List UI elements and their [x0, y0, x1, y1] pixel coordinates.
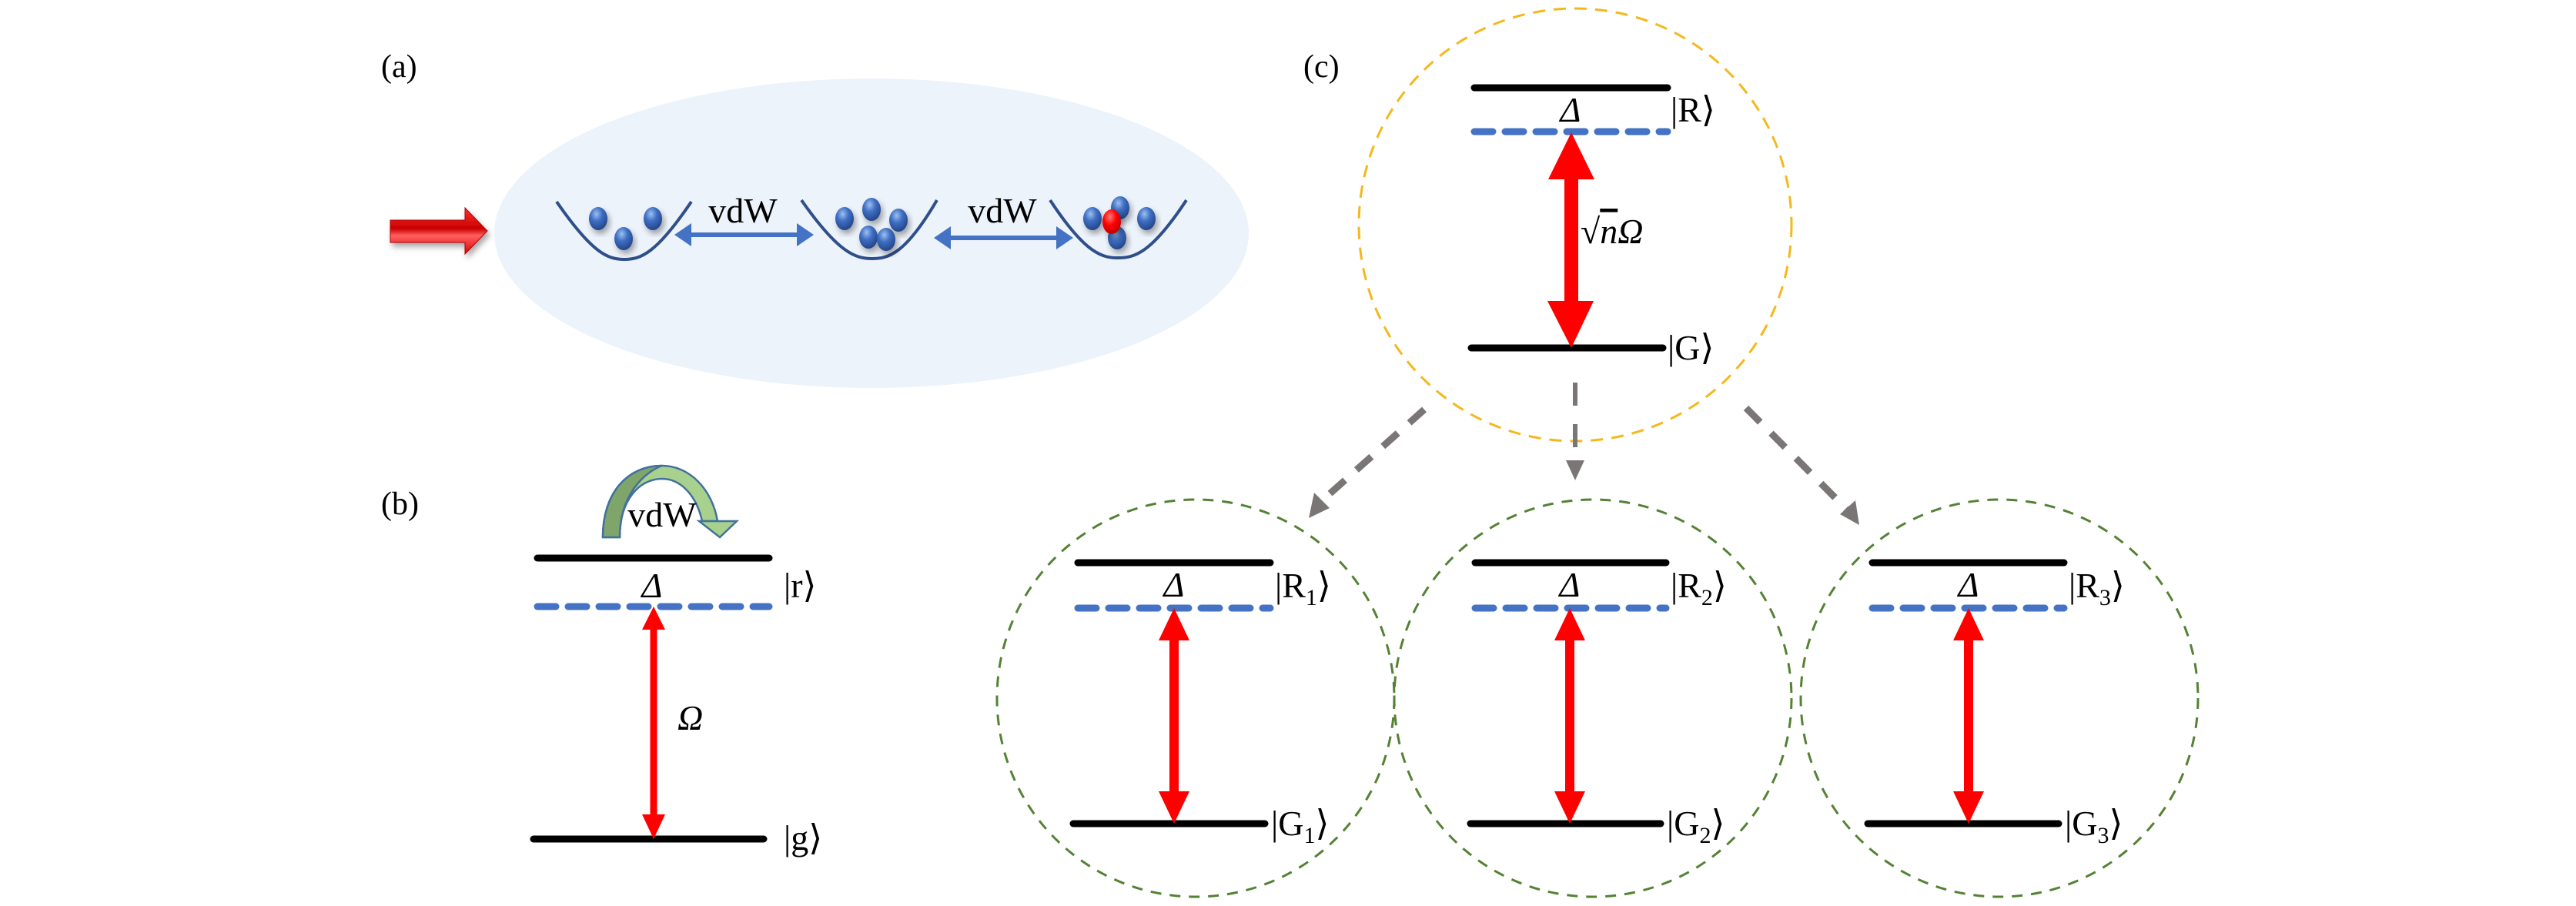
subsystem-circle	[1393, 498, 1793, 898]
coupling-arrow-head-up	[1953, 608, 1984, 640]
rabi-label: Ω	[677, 698, 703, 737]
panel-a: (a) vdW	[381, 49, 1249, 388]
atom-ground	[1137, 207, 1156, 230]
atom-ground	[862, 198, 881, 221]
vdw-double-arrow-1	[674, 223, 814, 246]
subsystem-circle	[1799, 498, 2200, 898]
red-right-arrow-icon	[390, 206, 488, 256]
ket-R-1: |R1⟩	[1275, 566, 1331, 610]
vdw-label: vdW	[627, 495, 697, 534]
ket-R-3: |R3⟩	[2069, 566, 2125, 610]
subsystem-circle	[995, 498, 1396, 898]
detuning-label: Δ	[641, 566, 663, 605]
detuning-label: Δ	[1559, 90, 1581, 129]
coupling-arrow-head-down	[1953, 791, 1984, 824]
coupling-arrow-head-down	[1159, 791, 1189, 824]
atom-ground	[1083, 207, 1102, 230]
atom-ground	[614, 227, 633, 250]
well-curve	[555, 200, 693, 262]
atom-ground	[644, 207, 662, 230]
well-curve	[800, 199, 938, 261]
ket-G-3: |G3⟩	[2065, 804, 2123, 848]
potential-well-1	[555, 200, 693, 262]
ket-R-2: |R2⟩	[1671, 566, 1727, 610]
ket-G-2: |G2⟩	[1667, 804, 1725, 848]
atom-ground	[889, 209, 908, 232]
ket-g: |g⟩	[784, 818, 822, 858]
ket-G-1: |G1⟩	[1271, 804, 1329, 848]
vdw-double-arrow-2	[934, 226, 1073, 249]
potential-well-2	[800, 198, 938, 261]
branch-arrow-left	[1309, 406, 1427, 518]
subsystem-1: Δ |R1⟩ |G1⟩	[995, 498, 1396, 898]
coupling-arrow-head-up	[1159, 608, 1189, 640]
atom-excited	[1102, 209, 1121, 234]
vdw-label-2: vdW	[968, 191, 1037, 230]
atom-ground	[589, 207, 607, 230]
branch-arrow-right	[1743, 405, 1859, 525]
coupling-arrow-head-down	[1554, 791, 1585, 824]
detuning-label: Δ	[1163, 565, 1185, 604]
branch-arrow-middle	[1566, 383, 1584, 480]
atom-ground	[859, 226, 878, 249]
collective-rabi-label: √nΩ	[1581, 212, 1644, 251]
coupling-arrow-head-up	[1554, 608, 1585, 640]
panel-b: (b) vdW Δ |r⟩ |g⟩ Ω	[381, 464, 822, 858]
subsystem-3: Δ |R3⟩ |G3⟩	[1799, 498, 2200, 898]
coupling-arrow	[642, 607, 665, 839]
subsystem-2: Δ |R2⟩ |G2⟩	[1393, 498, 1793, 898]
ket-r: |r⟩	[784, 566, 816, 605]
panel-b-label: (b)	[381, 486, 419, 522]
detuning-label: Δ	[1957, 565, 1979, 604]
panel-c: (c) Δ |R⟩ |G⟩ √nΩ Δ |R1⟩ |G1⟩ Δ |R2⟩ |G2⟩	[995, 7, 2200, 898]
vdw-label-1: vdW	[708, 191, 778, 230]
panel-a-label: (a)	[381, 49, 417, 85]
atom-ground	[835, 207, 854, 230]
collective-coupling-arrow	[1547, 132, 1594, 348]
curved-vdw-arrow-icon	[601, 464, 740, 539]
well-curve	[1049, 199, 1188, 260]
atom-ground	[877, 228, 895, 251]
detuning-label: Δ	[1558, 565, 1581, 604]
potential-well-3	[1049, 196, 1188, 260]
ket-R: |R⟩	[1671, 90, 1715, 129]
ket-G: |G⟩	[1668, 328, 1714, 367]
panel-c-label: (c)	[1303, 49, 1340, 85]
